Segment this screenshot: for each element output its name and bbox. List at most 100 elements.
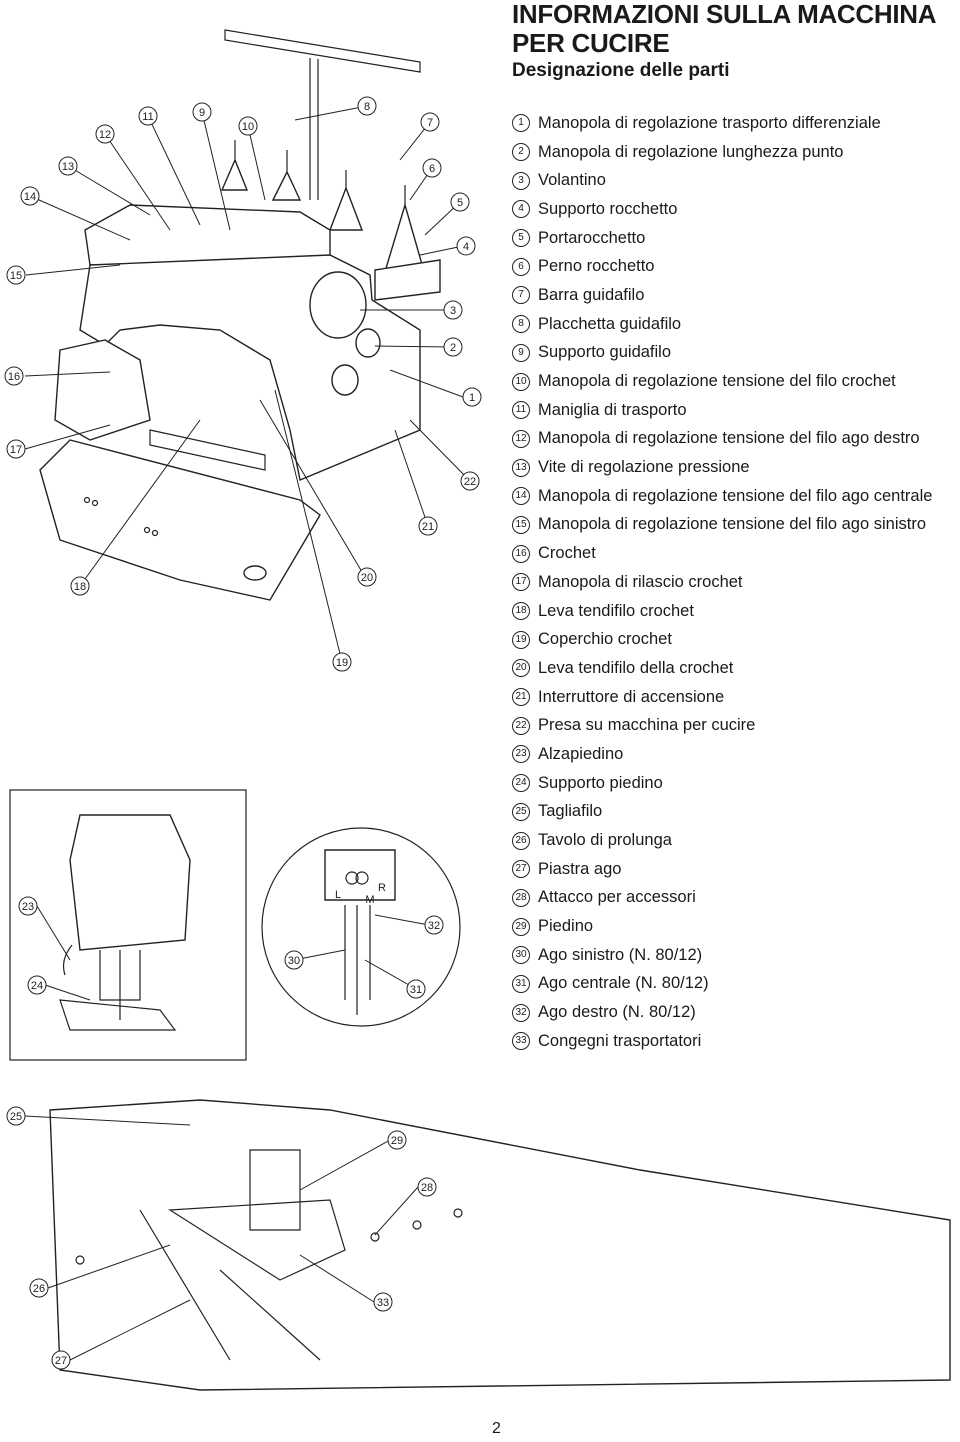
item-label: Portarocchetto — [538, 228, 646, 247]
callout-25: 25 — [10, 1111, 22, 1123]
callout-21: 21 — [422, 521, 434, 533]
callout-18: 18 — [74, 581, 86, 593]
item-number: 9 — [512, 343, 530, 362]
callout-26: 26 — [33, 1283, 45, 1295]
item-label: Manopola di regolazione lunghezza punto — [538, 142, 844, 161]
callout-12: 12 — [99, 129, 111, 141]
callout-10: 10 — [242, 121, 254, 133]
item-number: 10 — [512, 372, 530, 391]
callouts: 1 2 3 4 5 6 7 8 9 10 11 12 13 14 15 16 1… — [4, 96, 482, 1370]
list-item: 2 Manopola di regolazione lunghezza punto — [512, 138, 932, 167]
callout-19: 19 — [336, 657, 348, 669]
callout-16: 16 — [8, 371, 20, 383]
needle-mark-middle: M — [365, 894, 374, 906]
item-number: 16 — [512, 544, 530, 563]
callout-17: 17 — [10, 444, 22, 456]
item-number: 29 — [512, 917, 530, 936]
callout-30: 30 — [288, 955, 300, 967]
list-item: 4 Supporto rocchetto — [512, 195, 932, 224]
list-item: 24 Supporto piedino — [512, 769, 932, 798]
item-number: 23 — [512, 745, 530, 764]
item-label: Interruttore di accensione — [538, 687, 725, 706]
item-label: Congegni trasportatori — [538, 1031, 702, 1050]
item-number: 7 — [512, 286, 530, 305]
list-item: 13 Vite di regolazione pressione — [512, 453, 932, 482]
callout-24: 24 — [31, 980, 43, 992]
list-item: 20 Leva tendifilo della crochet — [512, 654, 932, 683]
callout-29: 29 — [391, 1135, 403, 1147]
item-label: Vite di regolazione pressione — [538, 458, 750, 477]
item-number: 25 — [512, 802, 530, 821]
callout-3: 3 — [450, 305, 456, 317]
item-label: Supporto piedino — [538, 773, 663, 792]
callout-1-ring — [462, 387, 482, 407]
callout-33: 33 — [377, 1297, 389, 1309]
callout-14: 14 — [24, 191, 36, 203]
callout-2: 2 — [450, 342, 456, 354]
item-number: 24 — [512, 774, 530, 793]
callout-11: 11 — [142, 111, 153, 123]
list-item: 26 Tavolo di prolunga — [512, 826, 932, 855]
callout-1: 1 — [469, 392, 475, 404]
item-label: Supporto rocchetto — [538, 199, 678, 218]
callout-4: 4 — [463, 241, 469, 253]
item-number: 22 — [512, 716, 530, 735]
list-item: 16 Crochet — [512, 539, 932, 568]
overlock-machine-drawing — [39, 29, 441, 601]
item-number: 8 — [512, 315, 530, 334]
item-number: 13 — [512, 458, 530, 477]
item-label: Alzapiedino — [538, 744, 624, 763]
needle-mark-right: R — [378, 882, 386, 894]
item-number: 30 — [512, 946, 530, 965]
item-number: 33 — [512, 1032, 530, 1051]
callout-9: 9 — [199, 107, 205, 119]
item-label: Attacco per accessori — [538, 888, 696, 907]
item-label: Piastra ago — [538, 859, 622, 878]
item-number: 26 — [512, 831, 530, 850]
item-label: Volantino — [538, 171, 606, 190]
callout-15: 15 — [10, 270, 22, 282]
item-number: 2 — [512, 143, 530, 162]
item-number: 18 — [512, 602, 530, 621]
item-label: Tavolo di prolunga — [538, 831, 672, 850]
item-number: 4 — [512, 200, 530, 219]
page-subtitle: Designazione delle parti — [512, 60, 730, 81]
needle-mark-left: L — [335, 889, 341, 901]
callout-8: 8 — [364, 101, 370, 113]
item-label: Piedino — [538, 917, 594, 936]
item-label: Manopola di regolazione tensione del fil… — [538, 486, 933, 505]
item-number: 17 — [512, 573, 530, 592]
callout-5: 5 — [457, 197, 463, 209]
item-label: Maniglia di trasporto — [538, 400, 687, 419]
item-label: Crochet — [538, 544, 596, 563]
page-number: 2 — [492, 1420, 501, 1437]
item-number: 21 — [512, 688, 530, 707]
item-label: Leva tendifilo della crochet — [538, 658, 734, 677]
item-label: Manopola di regolazione tensione del fil… — [538, 429, 920, 448]
item-number: 20 — [512, 659, 530, 678]
callout-23: 23 — [22, 901, 34, 913]
item-label: Ago centrale (N. 80/12) — [538, 974, 709, 993]
callout-7: 7 — [427, 117, 433, 129]
item-label: Manopola di regolazione trasporto differ… — [538, 113, 881, 132]
callout-32: 32 — [428, 920, 440, 932]
list-item: 33 Congegni trasportatori — [512, 1027, 932, 1056]
callout-22: 22 — [464, 476, 476, 488]
